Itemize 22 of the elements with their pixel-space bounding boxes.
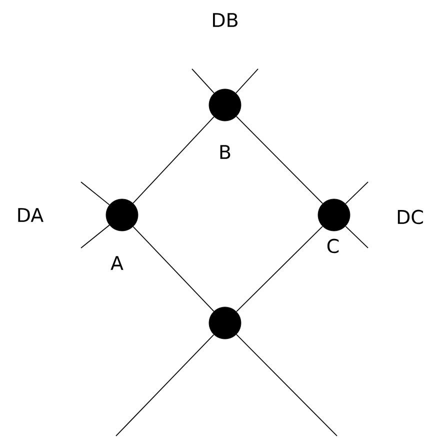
line [236, 116, 324, 204]
line [236, 68, 258, 94]
line [80, 224, 110, 248]
dot [208, 88, 242, 122]
line [345, 226, 368, 248]
line [236, 334, 338, 436]
line [80, 182, 110, 206]
dot [318, 198, 350, 232]
point-label: B [220, 145, 230, 159]
line [236, 226, 323, 312]
point-name: DC [398, 210, 423, 224]
dot [208, 306, 242, 340]
line [132, 116, 214, 204]
point-label: A [110, 256, 124, 270]
point-label: C [327, 238, 339, 254]
dot [106, 198, 138, 232]
line [116, 334, 214, 436]
line [132, 226, 214, 312]
line [345, 182, 368, 204]
point-name: DA [18, 208, 44, 222]
line [192, 68, 214, 94]
point-name: DB [213, 13, 238, 27]
